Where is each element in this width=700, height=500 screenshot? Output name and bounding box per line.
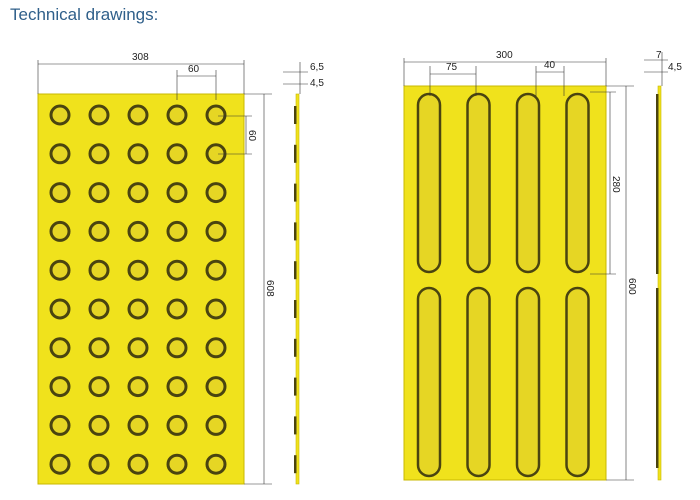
page-heading: Technical drawings: bbox=[10, 5, 159, 24]
dot bbox=[166, 182, 188, 204]
dot bbox=[88, 143, 110, 165]
dot bbox=[127, 337, 149, 359]
dot bbox=[205, 376, 227, 398]
dot bbox=[166, 220, 188, 242]
bar-tile-height-label: 600 bbox=[626, 278, 637, 295]
dot bbox=[49, 414, 71, 436]
bar bbox=[515, 92, 541, 274]
profile-bump bbox=[294, 183, 297, 202]
dot bbox=[49, 182, 71, 204]
dot bbox=[127, 259, 149, 281]
dot bbox=[88, 259, 110, 281]
dot bbox=[49, 220, 71, 242]
profile-bump bbox=[656, 94, 659, 274]
dot bbox=[205, 104, 227, 126]
dot-tile-height-label: 608 bbox=[264, 280, 275, 297]
bar-tile-width-label: 300 bbox=[496, 50, 513, 61]
dot-tile-side-profile bbox=[294, 93, 300, 485]
bar bbox=[416, 286, 442, 478]
profile-bump bbox=[294, 416, 297, 435]
profile-bump bbox=[294, 261, 297, 280]
dot bbox=[166, 298, 188, 320]
dot bbox=[166, 337, 188, 359]
bar-profile-total-label: 7 bbox=[656, 50, 662, 61]
dot bbox=[49, 104, 71, 126]
dot bbox=[205, 414, 227, 436]
dot bbox=[49, 298, 71, 320]
dot bbox=[88, 376, 110, 398]
dot bbox=[127, 104, 149, 126]
dot-tile-drawing: 308 60 60 608 6,5 4,5 bbox=[37, 52, 324, 485]
profile-bump bbox=[294, 338, 297, 357]
dot bbox=[49, 259, 71, 281]
dot bbox=[88, 298, 110, 320]
dot bbox=[166, 414, 188, 436]
dot bbox=[205, 298, 227, 320]
profile-bump bbox=[656, 288, 659, 468]
bar-grid bbox=[416, 92, 590, 478]
dot-spacing-horizontal-label: 60 bbox=[188, 64, 200, 75]
bar bbox=[515, 286, 541, 478]
dot bbox=[88, 337, 110, 359]
dot-profile-total-label: 6,5 bbox=[310, 62, 324, 73]
bar-tile-side-profile bbox=[656, 85, 662, 481]
dot bbox=[49, 376, 71, 398]
dot bbox=[127, 376, 149, 398]
dot bbox=[49, 143, 71, 165]
dot bbox=[205, 220, 227, 242]
dot-tile-width-label: 308 bbox=[132, 52, 149, 63]
profile-bump bbox=[294, 300, 297, 318]
dot bbox=[49, 337, 71, 359]
dot bbox=[166, 143, 188, 165]
dot bbox=[166, 453, 188, 475]
bar bbox=[466, 92, 491, 274]
profile-bump bbox=[294, 144, 297, 163]
dot bbox=[205, 453, 227, 475]
profile-base bbox=[657, 85, 662, 481]
dot bbox=[88, 453, 110, 475]
dot bbox=[127, 453, 149, 475]
dot bbox=[205, 182, 227, 204]
bar-edge-label: 75 bbox=[446, 62, 458, 73]
profile-bump bbox=[294, 106, 297, 124]
dot bbox=[127, 143, 149, 165]
dot bbox=[166, 376, 188, 398]
profile-bump bbox=[294, 377, 297, 396]
dot-profile-base-label: 4,5 bbox=[310, 78, 324, 89]
dot bbox=[205, 259, 227, 281]
dot bbox=[205, 337, 227, 359]
dot bbox=[127, 220, 149, 242]
bar-length-label: 280 bbox=[610, 176, 621, 193]
bar-gap-label: 40 bbox=[544, 60, 556, 71]
dot bbox=[127, 298, 149, 320]
bar-tile-drawing: 300 75 40 280 600 7 4,5 bbox=[403, 50, 682, 481]
dot bbox=[166, 104, 188, 126]
dot-spacing-vertical-label: 60 bbox=[246, 130, 257, 142]
dot bbox=[88, 104, 110, 126]
bar bbox=[416, 92, 442, 274]
profile-bump bbox=[294, 222, 297, 241]
dot-grid bbox=[49, 104, 227, 475]
dot bbox=[49, 453, 71, 475]
profile-bump bbox=[294, 455, 297, 474]
dot bbox=[127, 414, 149, 436]
profile-base bbox=[295, 93, 300, 485]
dot bbox=[88, 220, 110, 242]
dot bbox=[88, 182, 110, 204]
dot bbox=[166, 259, 188, 281]
dot bbox=[127, 182, 149, 204]
bar bbox=[565, 286, 590, 478]
dot bbox=[88, 414, 110, 436]
bar bbox=[565, 92, 590, 274]
bar-profile-base-label: 4,5 bbox=[668, 62, 682, 73]
bar bbox=[466, 286, 491, 478]
